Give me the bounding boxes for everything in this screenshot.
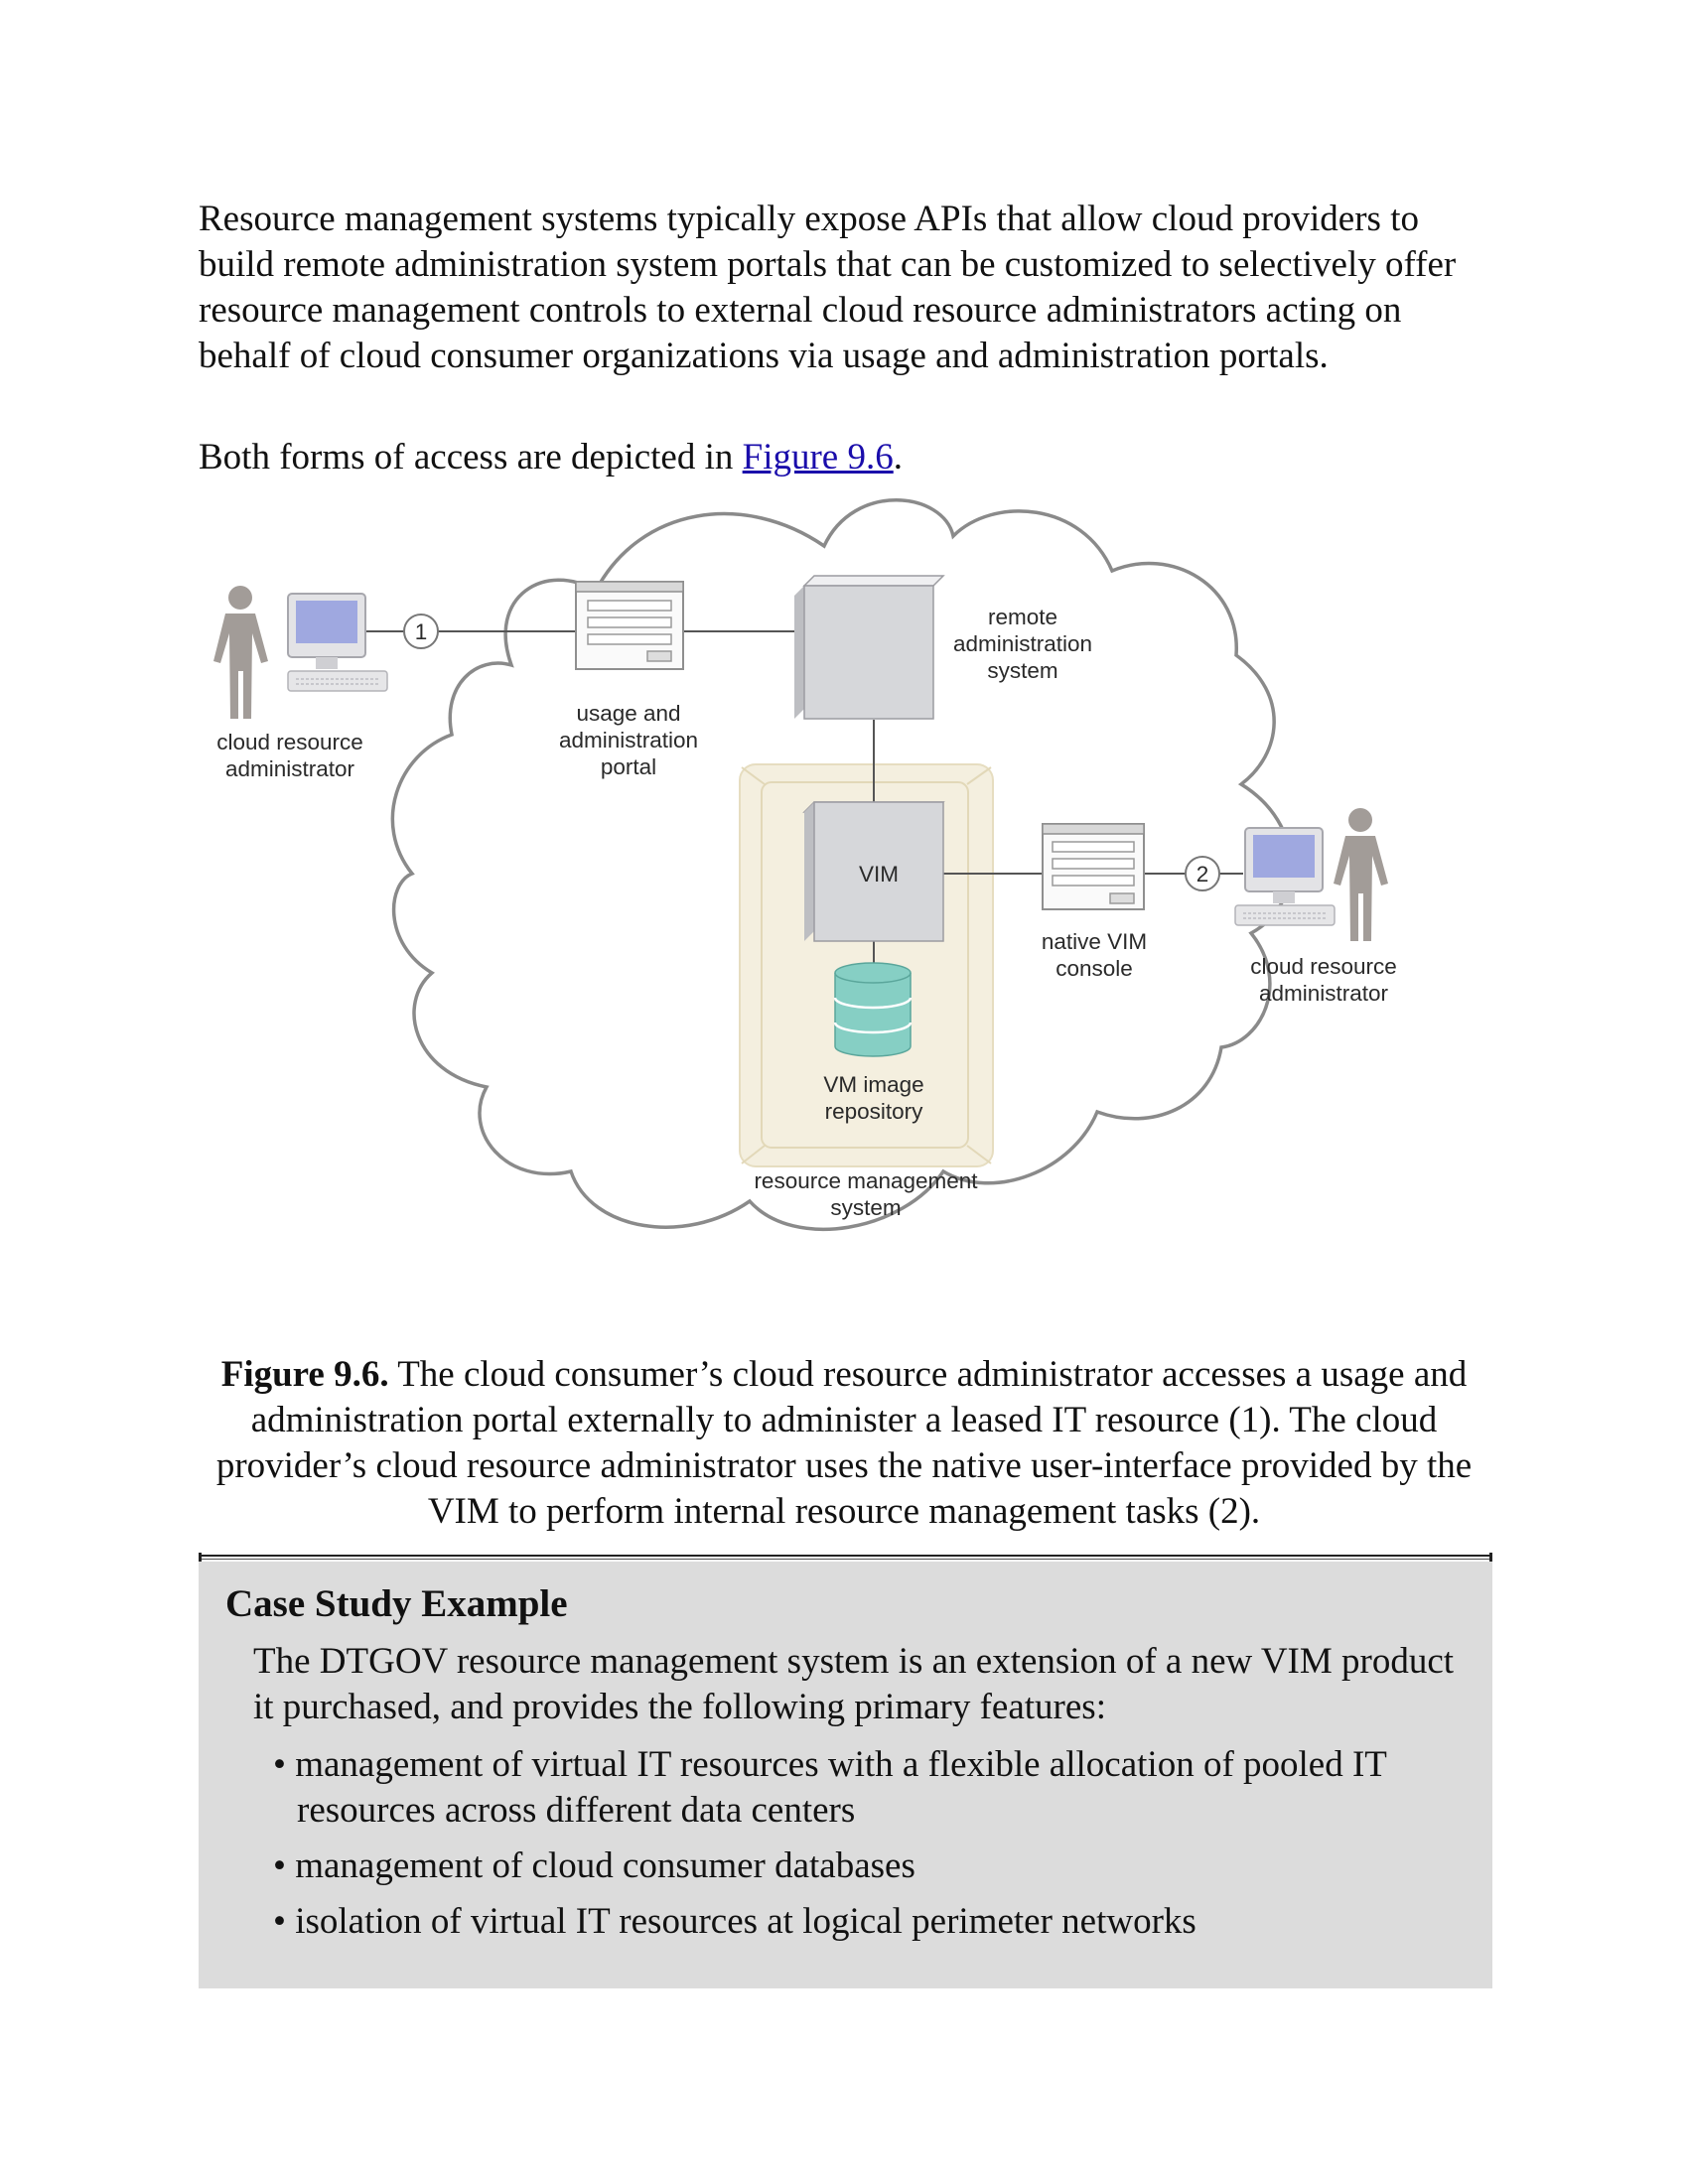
figure-reference-prefix: Both forms of access are depicted in (199, 437, 743, 478)
remote-administration-system-server-icon (794, 575, 945, 720)
figure-reference-paragraph: Both forms of access are depicted in Fig… (199, 435, 1489, 480)
figure-caption-text: The cloud consumer’s cloud resource admi… (215, 1354, 1473, 1532)
case-study-title: Case Study Example (225, 1582, 568, 1625)
left-administrator-person-icon (213, 586, 268, 719)
figure-reference-suffix: . (893, 437, 903, 478)
vim-server-icon (802, 801, 945, 942)
case-study-top-rule (199, 1553, 1492, 1562)
native-vim-console-icon (1042, 823, 1145, 910)
svg-text:2: 2 (1196, 862, 1209, 887)
figure-caption: Figure 9.6. The cloud consumer’s cloud r… (199, 1352, 1489, 1535)
vim-label: VIM (859, 862, 899, 887)
case-study-box: Case Study Example The DTGOV resource ma… (199, 1562, 1492, 1988)
marker-1-badge: 1 (403, 614, 439, 649)
marker-2-badge: 2 (1185, 856, 1220, 891)
figure-9-6-link[interactable]: Figure 9.6 (742, 437, 894, 478)
right-administrator-person-icon (1334, 808, 1388, 941)
intro-paragraph: Resource management systems typically ex… (199, 199, 1457, 376)
case-study-bullet: • management of virtual IT resources wit… (273, 1744, 1387, 1831)
svg-text:1: 1 (415, 619, 428, 644)
case-study-bullet: • isolation of virtual IT resources at l… (273, 1901, 1196, 1942)
figure-caption-label: Figure 9.6. (220, 1354, 389, 1395)
case-study-bullet: • management of cloud consumer databases (273, 1845, 915, 1886)
left-computer-icon (287, 593, 388, 692)
vm-image-repository-database-icon (833, 962, 913, 1057)
usage-and-administration-portal-icon (575, 581, 684, 670)
case-study-intro: The DTGOV resource management system is … (253, 1641, 1455, 1727)
rms-panel-inner (761, 781, 969, 1149)
right-computer-icon (1234, 827, 1336, 926)
